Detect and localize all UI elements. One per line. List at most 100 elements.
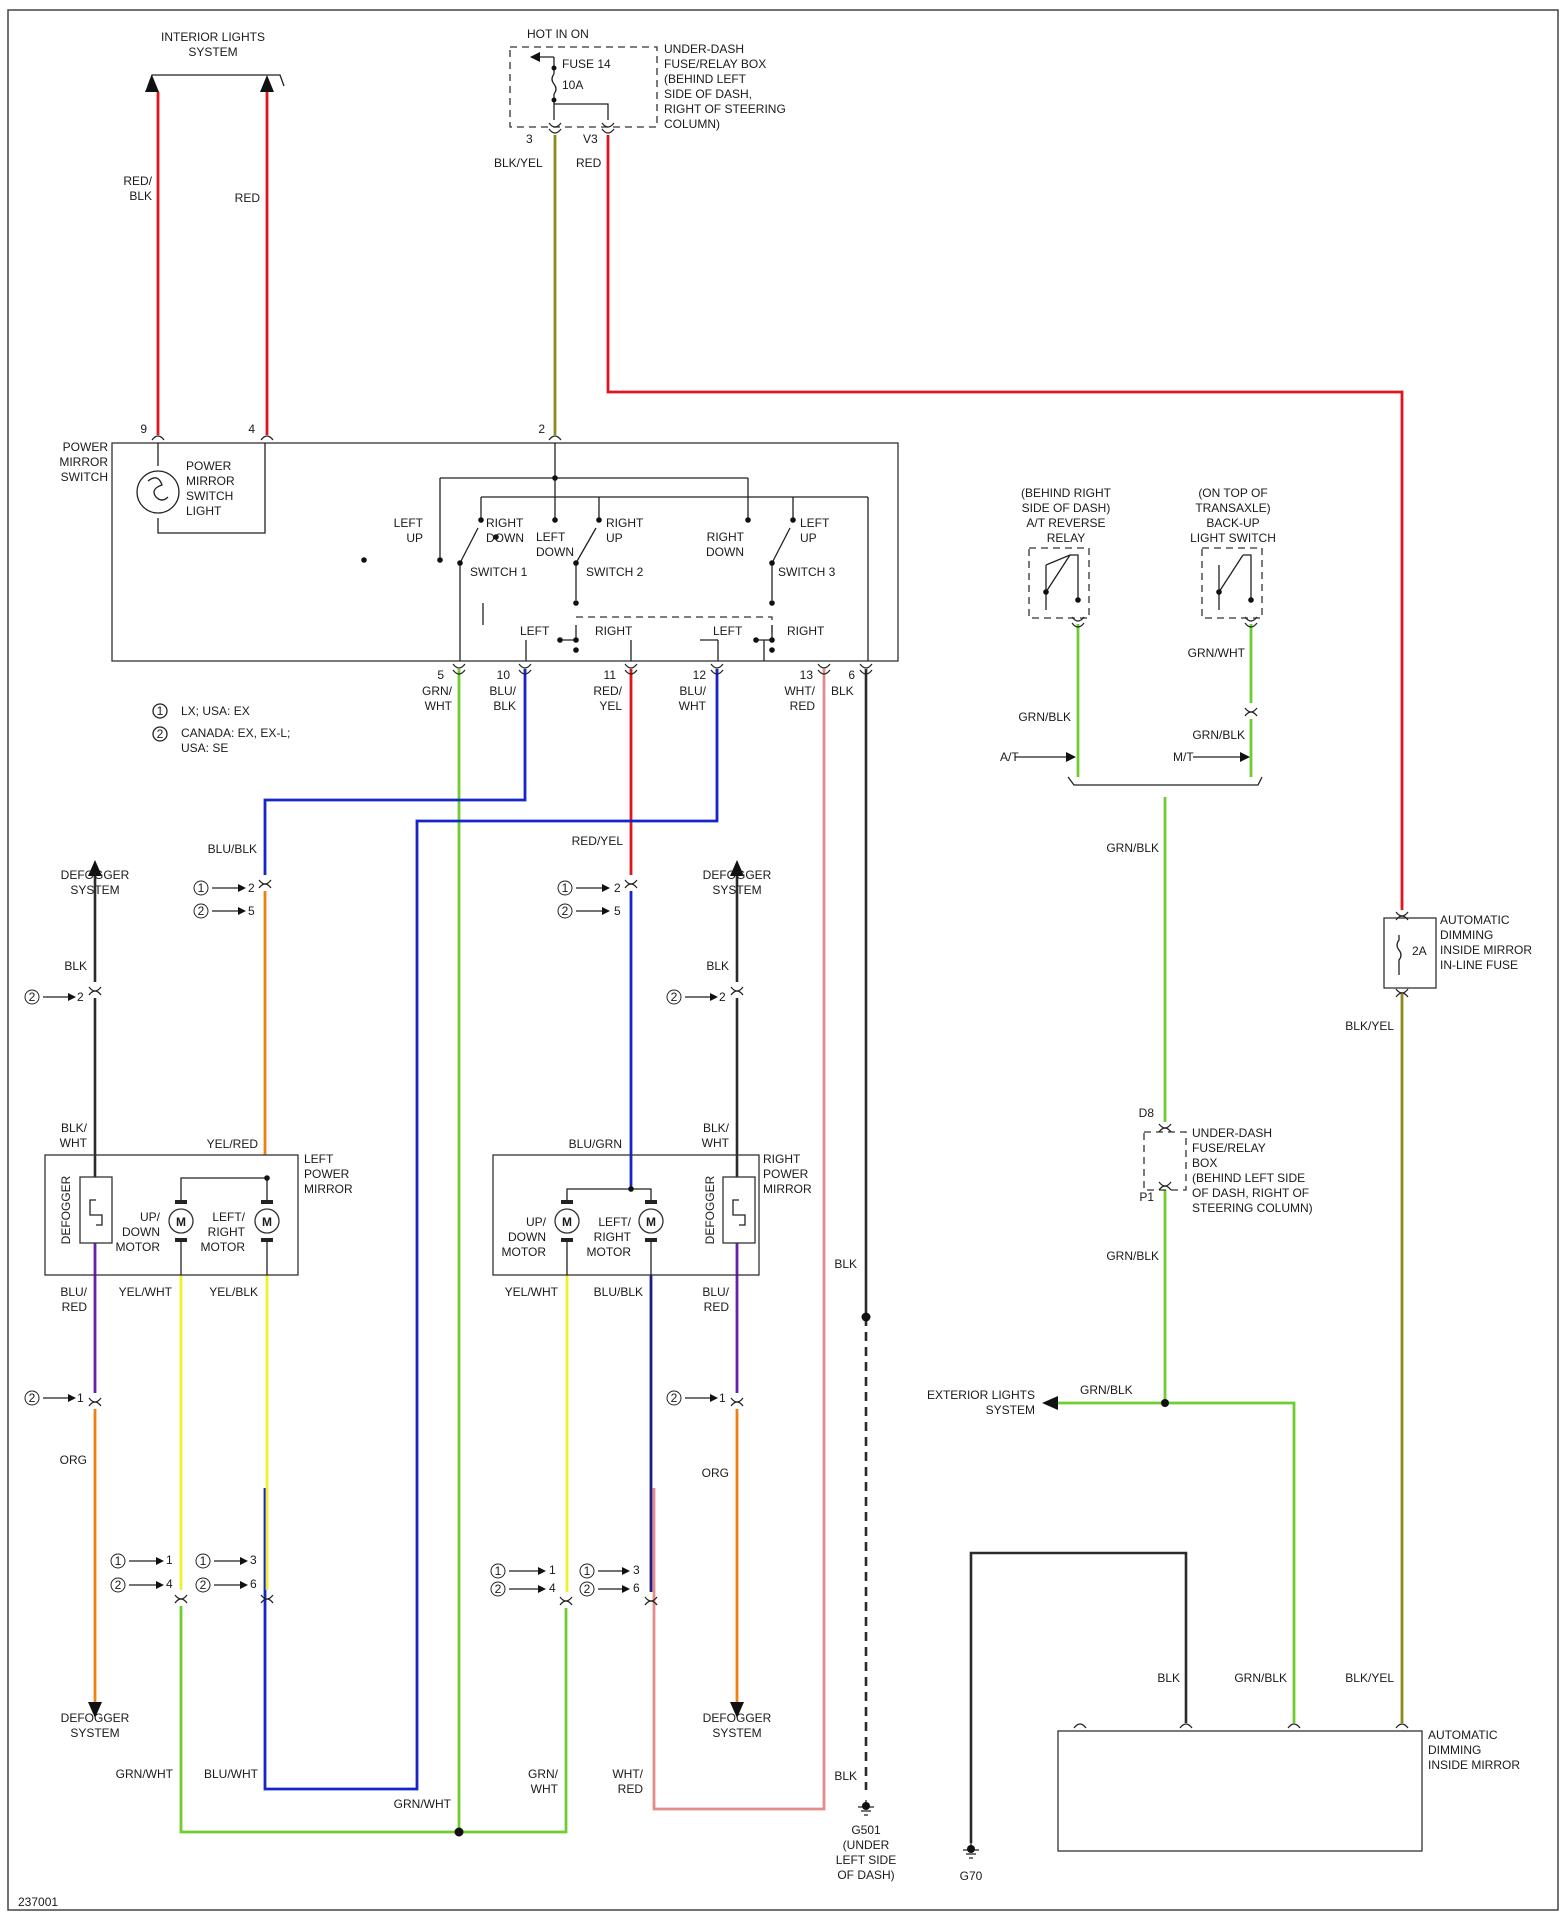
wire-grn-blk-adm: [1165, 1401, 1296, 1723]
page-border: [7, 9, 1559, 1911]
fuse-node: [551, 97, 557, 103]
structures: [44, 46, 1437, 1859]
ground-node: [967, 1845, 975, 1853]
arrow-right-icon: [602, 907, 610, 915]
wire-color-label: BLU/WHT: [204, 1767, 259, 1781]
motor-letter: M: [176, 1215, 186, 1229]
legend-digit: 1: [157, 704, 164, 718]
switch-lower-contacts: [482, 603, 765, 661]
pin-label: 5: [437, 668, 444, 682]
connector-icon: [859, 663, 873, 669]
backup-switch-icon: [1218, 554, 1252, 610]
switch1-blade: [459, 527, 479, 661]
pin-label: D8: [1139, 1106, 1155, 1120]
contact-node: [1216, 589, 1222, 595]
contact-node: [552, 517, 558, 523]
option-digit: 1: [495, 1564, 502, 1578]
wire-color-label: GRN/WHT: [1188, 646, 1246, 660]
connector-icon: [710, 669, 724, 675]
switch-light-wiring: [157, 443, 266, 534]
option-1-icon: [490, 1563, 506, 1579]
option-digit: 1: [200, 1554, 207, 1568]
wire-color-label: BLK/YEL: [494, 156, 543, 170]
heater-icon: [732, 1199, 746, 1226]
option-1-icon: [110, 1553, 126, 1569]
contact-node: [573, 560, 579, 566]
contact-node: [478, 517, 484, 523]
pin-label: 2: [77, 990, 84, 1004]
wire-color-label: RED/YEL: [593, 684, 622, 713]
fuse14-label: FUSE 14: [562, 57, 611, 71]
option-2-icon: [195, 1577, 211, 1593]
wire-color-label: BLK: [64, 959, 87, 973]
wire-grn-wht-l-bottom: [179, 1606, 568, 1834]
switch2-blade: [575, 527, 597, 640]
wire-color-label: BLK: [706, 959, 729, 973]
wire-red-to-mirror: [606, 135, 1404, 910]
backup-light-switch: [1201, 547, 1263, 619]
fuse-amp-label: 2A: [1412, 944, 1427, 958]
connector-icon: [859, 669, 873, 675]
contact-node: [1043, 589, 1049, 595]
wire-node: [264, 1175, 270, 1181]
option-digit: 1: [584, 1564, 591, 1578]
bus-node: [552, 475, 558, 481]
legend-2-label: CANADA: EX, EX-L;USA: SE: [181, 726, 290, 755]
option-2-icon: [24, 1390, 40, 1406]
ground-node: [862, 1802, 870, 1810]
option-digit: 2: [200, 1578, 207, 1592]
pin-label: P1: [1139, 1190, 1154, 1204]
connector-icon: [559, 1600, 573, 1606]
right-power-mirror-box: [492, 1154, 760, 1276]
wire-color-label: BLU/WHT: [679, 684, 707, 713]
wire-color-label: BLK/YEL: [1345, 1671, 1394, 1685]
wire-color-label: RED/BLK: [123, 174, 152, 203]
wire-blu-blk-switch: [263, 669, 527, 875]
pin-label: 4: [166, 1577, 173, 1591]
pin-label: 1: [166, 1553, 173, 1567]
contact-node: [769, 560, 775, 566]
hot-in-on-label: HOT IN ON: [527, 27, 589, 41]
motor-brush: [261, 1200, 273, 1204]
wire-color-label: BLU/RED: [702, 1285, 729, 1314]
pin-label: 2: [719, 990, 726, 1004]
arrow-right-icon: [602, 884, 610, 892]
wire-color-label: BLK/WHT: [702, 1121, 730, 1150]
connector-icon: [452, 663, 466, 669]
mt-label: M/T: [1173, 750, 1194, 764]
connector-icon: [260, 435, 274, 441]
wire-color-label: RED: [235, 191, 261, 205]
contact-node: [457, 560, 463, 566]
connector-icon: [258, 883, 272, 889]
wire-color-label: GRN/BLK: [1080, 1383, 1133, 1397]
contact-node: [573, 600, 579, 606]
pin-label: 1: [719, 1391, 726, 1405]
arrow-up-icon: [88, 860, 102, 876]
wire-node: [628, 1186, 634, 1192]
motor-brush: [645, 1238, 657, 1242]
wire-color-label: GRN/BLK: [1018, 710, 1071, 724]
defogger-element-label: DEFOGGER: [59, 1175, 73, 1244]
wire-color-label: YEL/BLK: [209, 1285, 258, 1299]
arrow-right-icon: [240, 1557, 248, 1565]
connector-icon: [730, 990, 744, 996]
left-motor-wiring: [180, 1177, 268, 1275]
connector-icon: [710, 663, 724, 669]
wire-color-label: BLU/BLK: [594, 1285, 643, 1299]
wire-color-label: BLU/GRN: [569, 1137, 622, 1151]
wire-color-label: GRN/WHT: [116, 1767, 174, 1781]
defogger-element: [79, 1176, 113, 1244]
wire-layer: [93, 92, 1404, 1843]
lamp-icon: [136, 470, 180, 514]
pin-label: 5: [614, 904, 621, 918]
contact-node: [753, 637, 759, 643]
